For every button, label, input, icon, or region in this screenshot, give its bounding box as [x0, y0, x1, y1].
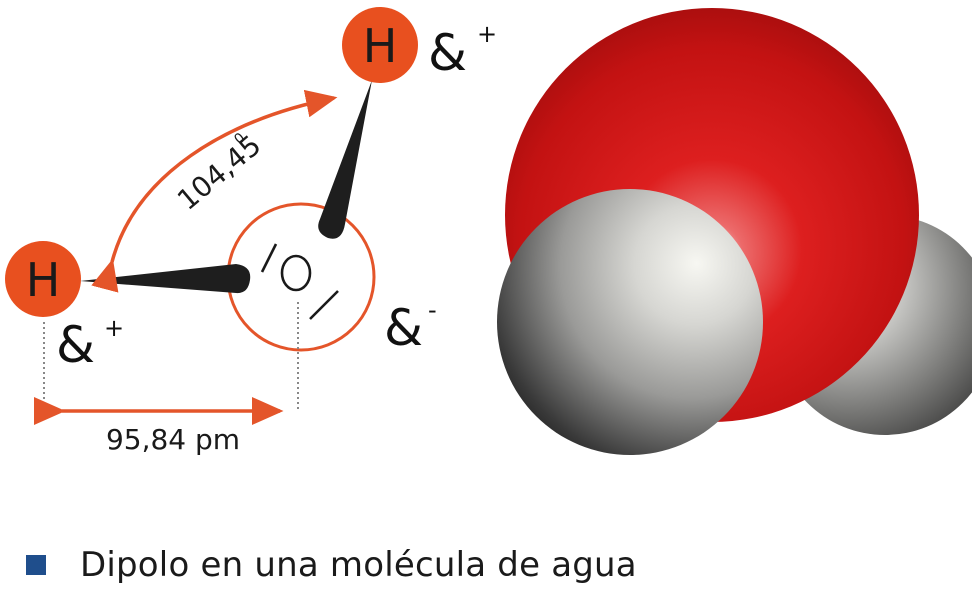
oxygen-symbol — [260, 243, 339, 320]
hydrogen-top-atom — [342, 7, 418, 83]
hydrogen-left-label: H — [26, 253, 61, 307]
lone-pair-bar-lower — [309, 290, 339, 320]
lone-pair-bar-upper — [260, 243, 278, 273]
bond-angle-arrow — [91, 89, 338, 293]
oxygen-letter-o — [280, 254, 312, 292]
caption-text: Dipolo en una molécula de agua — [80, 545, 637, 585]
figure-caption: Dipolo en una molécula de agua — [26, 540, 637, 590]
charge-top-hydrogen: & — [428, 24, 467, 82]
bond-angle-label: 104,45 — [171, 128, 267, 216]
charge-left-hydrogen: & — [56, 316, 95, 374]
charge-oxygen-sign: - — [428, 296, 437, 324]
bond-length-label: 95,84 pm — [106, 423, 240, 456]
hydrogen-left-atom — [5, 241, 81, 317]
charge-left-hydrogen-sign: + — [104, 314, 124, 342]
hydrogen-top-label: H — [363, 19, 398, 73]
caption-square-marker — [26, 555, 46, 575]
hydrogen-sphere-front — [497, 189, 763, 455]
bond-wedge-left — [80, 264, 251, 294]
charge-oxygen: & — [384, 299, 423, 357]
bond-wedge-top — [318, 80, 372, 239]
charge-top-hydrogen-sign: + — [477, 20, 497, 48]
